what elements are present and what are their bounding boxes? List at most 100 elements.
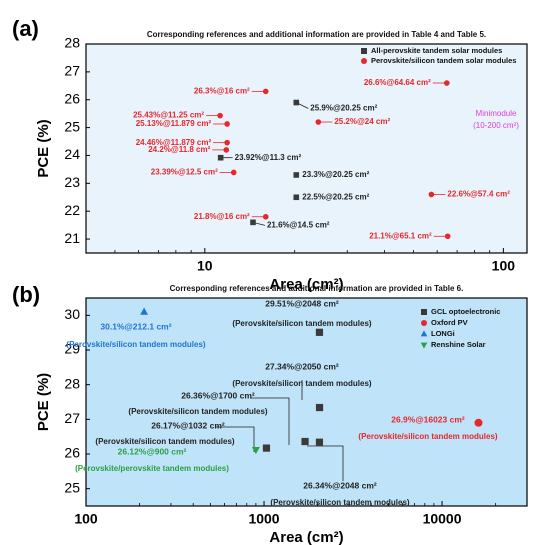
data-note: (Perovskite/perovskite tandem modules) <box>75 464 229 473</box>
data-point <box>251 446 260 455</box>
data-point <box>250 219 256 226</box>
y-tick-label: 24 <box>64 146 80 162</box>
minimodule-annotation: Minimodule <box>476 109 517 118</box>
data-label: 25.2%@24 cm² <box>334 117 390 126</box>
data-label: 22.5%@20.25 cm² <box>302 192 369 201</box>
data-note: (Perovskite/silicon tandem modules) <box>66 340 205 349</box>
legend-marker <box>361 58 367 64</box>
data-point <box>444 233 451 240</box>
legend-label: Renshine Solar <box>431 340 486 349</box>
x-tick-label: 100 <box>492 258 516 274</box>
y-tick-label: 29 <box>64 341 80 357</box>
data-point <box>315 119 322 125</box>
data-label: 21.6%@14.5 cm² <box>267 220 330 229</box>
y-tick-label: 22 <box>64 202 80 218</box>
data-point <box>428 191 435 198</box>
panel-label: (b) <box>12 282 40 307</box>
data-note: (Perovskite/silicon tandem modules) <box>270 498 409 507</box>
legend-label: LONGi <box>431 329 455 338</box>
data-point <box>262 213 269 220</box>
legend-label: Oxford PV <box>431 318 468 327</box>
data-label: 24.46%@11.879 cm² <box>136 138 212 147</box>
data-note: (Perovskite/silicon tandem modules) <box>95 437 234 446</box>
chart-title: Corresponding references and additional … <box>170 284 464 293</box>
data-label: 26.3%@16 cm² <box>194 86 250 95</box>
x-tick-label: 1000 <box>248 511 279 527</box>
legend-marker <box>420 330 428 337</box>
y-tick-label: 30 <box>64 306 80 322</box>
label-leader <box>307 445 344 481</box>
x-tick-label: 100 <box>74 511 98 527</box>
y-axis-label: PCE (%) <box>35 119 52 177</box>
panel-label: (a) <box>12 16 39 41</box>
legend-label: Perovskite/silicon tandem solar modules <box>371 56 516 65</box>
data-point <box>217 154 224 161</box>
data-point <box>315 328 324 336</box>
y-tick-label: 27 <box>64 410 80 426</box>
legend-marker <box>421 320 427 326</box>
data-label: 26.9%@16023 cm² <box>391 414 465 424</box>
plot-area <box>85 43 528 254</box>
data-note: (Perovskite/silicon tandem modules) <box>128 407 267 416</box>
y-tick-label: 25 <box>64 118 80 134</box>
legend-label: All-perovskite tandem solar modules <box>371 46 502 55</box>
data-label: 26.34%@2048 cm² <box>303 480 377 490</box>
data-label: 23.92%@11.3 cm² <box>235 153 302 162</box>
plot-area <box>85 297 528 507</box>
x-axis-label: Area (cm²) <box>269 529 343 545</box>
data-point <box>443 80 450 86</box>
y-tick-label: 28 <box>64 35 80 51</box>
data-point <box>217 112 223 119</box>
y-tick-label: 25 <box>64 479 80 495</box>
data-point <box>262 444 271 452</box>
data-point <box>301 437 309 446</box>
data-label: 29.51%@2048 cm² <box>265 298 339 308</box>
chart-title: Corresponding references and additional … <box>147 30 486 39</box>
y-axis-label: PCE (%) <box>35 373 52 431</box>
data-label: 26.12%@900 cm² <box>118 446 187 456</box>
x-tick-label: 10000 <box>423 511 462 527</box>
data-label: 25.9%@20.25 cm² <box>310 104 377 113</box>
data-point <box>224 139 230 146</box>
data-point <box>315 438 324 446</box>
data-label: 26.36%@1700 cm² <box>181 390 255 400</box>
data-point <box>293 194 300 201</box>
label-leader <box>215 426 255 452</box>
legend-marker <box>421 309 427 315</box>
legend-label: GCL optoelectronic <box>431 307 500 316</box>
data-point <box>474 418 483 427</box>
label-leader <box>250 397 290 445</box>
legend-marker <box>420 342 428 349</box>
data-label: 26.17%@1032 cm² <box>151 420 225 430</box>
data-label: 30.1%@212.1 cm² <box>100 321 171 331</box>
y-tick-label: 26 <box>64 90 80 106</box>
data-label: 25.43%@11.25 cm² <box>133 111 204 120</box>
x-tick-label: 10 <box>197 258 213 274</box>
data-point <box>224 121 230 127</box>
data-note: (Perovskite/silicon tandem modules) <box>232 319 371 328</box>
data-point <box>140 307 149 315</box>
legend-marker <box>361 48 367 54</box>
data-label: 23.3%@20.25 cm² <box>302 170 369 179</box>
y-tick-label: 23 <box>64 174 80 190</box>
data-label: 22.6%@57.4 cm² <box>447 190 510 199</box>
minimodule-annotation: (10-200 cm²) <box>473 121 519 130</box>
data-point <box>315 403 324 412</box>
data-label: 27.34%@2050 cm² <box>265 361 339 371</box>
data-point <box>293 172 300 178</box>
data-label: 23.39%@12.5 cm² <box>151 168 218 177</box>
data-label: 25.13%@11.879 cm² <box>136 119 212 128</box>
y-tick-label: 28 <box>64 375 80 391</box>
data-label: 21.1%@65.1 cm² <box>369 231 432 240</box>
data-label: 24.2%@11.8 cm² <box>148 145 210 154</box>
data-note: (Perovskite/silicon tandem modules) <box>358 432 497 441</box>
data-point <box>223 147 230 153</box>
data-point <box>262 88 269 95</box>
data-point <box>293 99 300 106</box>
y-tick-label: 21 <box>64 230 80 246</box>
y-tick-label: 26 <box>64 445 80 461</box>
data-note: (Perovskite/silicon tandem modules) <box>232 379 371 388</box>
data-label: 26.6%@64.64 cm² <box>364 78 431 87</box>
x-axis-label: Area (cm²) <box>269 276 343 293</box>
